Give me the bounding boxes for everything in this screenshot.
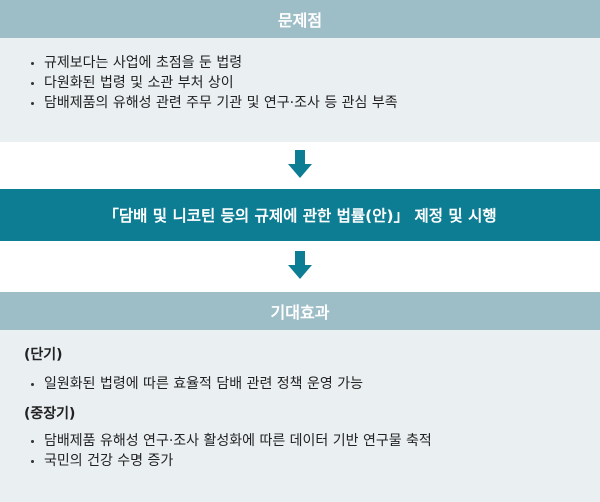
action-label: 「담배 및 니코틴 등의 규제에 관한 법률(안)」 제정 및 시행 bbox=[103, 207, 497, 225]
problems-panel: 규제보다는 사업에 초점을 둔 법령 다원화된 법령 및 소관 부처 상이 담배… bbox=[0, 38, 600, 142]
mid-long-term-list: 담배제품 유해성 연구·조사 활성화에 따른 데이터 기반 연구물 축적 국민의… bbox=[30, 431, 600, 471]
short-term-heading: (단기) bbox=[24, 347, 63, 363]
problem-item: 다원화된 법령 및 소관 부처 상이 bbox=[30, 73, 600, 93]
action-bar: 「담배 및 니코틴 등의 규제에 관한 법률(안)」 제정 및 시행 bbox=[0, 189, 600, 241]
effect-item: 국민의 건강 수명 증가 bbox=[30, 451, 600, 471]
effects-title: 기대효과 bbox=[270, 303, 330, 322]
problems-list: 규제보다는 사업에 초점을 둔 법령 다원화된 법령 및 소관 부처 상이 담배… bbox=[30, 53, 600, 113]
effect-item: 일원화된 법령에 따른 효율적 담배 관련 정책 운영 가능 bbox=[30, 374, 600, 394]
arrow-down-icon bbox=[288, 251, 312, 279]
effects-header: 기대효과 bbox=[0, 292, 600, 330]
problems-header: 문제점 bbox=[0, 0, 600, 38]
effect-item: 담배제품 유해성 연구·조사 활성화에 따른 데이터 기반 연구물 축적 bbox=[30, 431, 600, 451]
mid-long-term-heading: (중장기) bbox=[24, 406, 76, 422]
problems-title: 문제점 bbox=[277, 11, 323, 30]
problem-item: 담배제품의 유해성 관련 주무 기관 및 연구·조사 등 관심 부족 bbox=[30, 93, 600, 113]
problem-item: 규제보다는 사업에 초점을 둔 법령 bbox=[30, 53, 600, 73]
effects-panel: (단기) 일원화된 법령에 따른 효율적 담배 관련 정책 운영 가능 (중장기… bbox=[0, 330, 600, 502]
short-term-list: 일원화된 법령에 따른 효율적 담배 관련 정책 운영 가능 bbox=[30, 374, 600, 394]
arrow-down-icon bbox=[288, 150, 312, 178]
